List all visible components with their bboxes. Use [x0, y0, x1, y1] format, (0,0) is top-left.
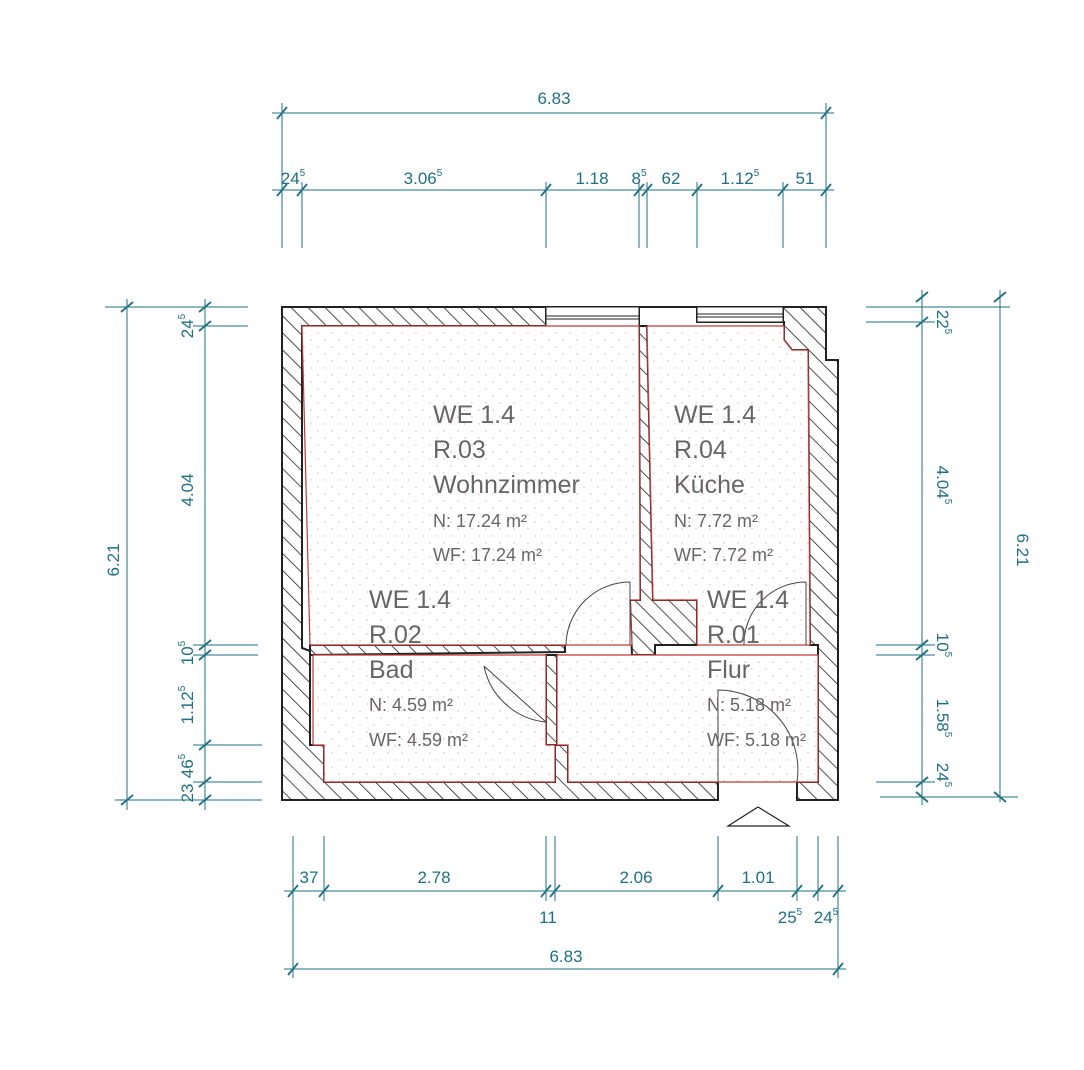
- dimension-bottom-segment: 2.06: [619, 868, 652, 887]
- dimension-left-segment: 245: [177, 313, 197, 338]
- dimension-right-overall: 6.21: [1013, 533, 1032, 566]
- room-net-area: N: 5.18 m²: [707, 695, 791, 715]
- interior-wall-horizontal: [309, 644, 566, 657]
- dimension-right-segment: 4.045: [933, 466, 953, 505]
- room-net-area: N: 17.24 m²: [433, 511, 527, 531]
- dimension-right-segment: 1.585: [933, 699, 953, 738]
- dimension-bottom-segment: 255: [778, 907, 803, 927]
- room-net-area: N: 4.59 m²: [369, 695, 453, 715]
- room-living-area: WF: 4.59 m²: [369, 730, 468, 750]
- room-area-flur: [556, 654, 819, 783]
- door-kueche: [743, 581, 807, 646]
- room-number: R.01: [707, 621, 760, 649]
- room-number: R.03: [433, 436, 486, 464]
- dimension-left-overall: 6.21: [104, 543, 123, 576]
- dimension-left-segment: 4.04: [178, 473, 197, 506]
- dimension-bottom-segment: 245: [814, 907, 839, 927]
- dimension-right-segment: 225: [933, 310, 953, 335]
- dimension-labels: 6.83 245 3.065 1.18 85 62 1.125 51 6.21 245 4.04 10…: [104, 89, 1032, 966]
- room-name: Wohnzimmer: [433, 471, 580, 499]
- room-unit: WE 1.4: [433, 401, 515, 429]
- dimension-bottom-overall: 6.83: [549, 947, 582, 966]
- room-label-flur: WE 1.4 R.01 Flur N: 5.18 m² WF: 5.18 m²: [707, 586, 806, 750]
- room-area-kueche: [646, 325, 811, 646]
- interior-wall-bath: [545, 654, 558, 746]
- room-label-bad: WE 1.4 R.02 Bad N: 4.59 m² WF: 4.59 m²: [369, 586, 468, 750]
- door-bad: [483, 665, 547, 723]
- dimension-ticks: [120, 106, 1007, 976]
- room-area-bad: [312, 654, 556, 783]
- room-number: R.02: [369, 621, 422, 649]
- dimension-left-segment: 105: [177, 640, 197, 665]
- room-unit: WE 1.4: [674, 401, 756, 429]
- dimension-left-segment: 1.125: [177, 685, 197, 724]
- room-living-area: WF: 5.18 m²: [707, 730, 806, 750]
- dimension-top-segment: 245: [281, 168, 306, 188]
- entrance-arrow-icon: [725, 806, 792, 827]
- dimension-bottom-segment: 2.78: [417, 868, 450, 887]
- dimension-top-segment: 51: [796, 169, 815, 188]
- doors: [483, 581, 807, 783]
- dimension-top-segment: 1.18: [575, 169, 608, 188]
- room-name: Bad: [369, 656, 413, 684]
- dimension-top-segment: 62: [662, 169, 681, 188]
- room-unit: WE 1.4: [707, 586, 789, 614]
- dimension-top-segment: 85: [631, 168, 646, 188]
- door-wohnzimmer: [565, 581, 631, 646]
- room-number: R.04: [674, 436, 727, 464]
- dimension-bottom-segment: 1.01: [741, 868, 774, 887]
- dimension-bottom-segment: 37: [300, 868, 319, 887]
- dimension-right-segment: 105: [933, 633, 953, 658]
- dimension-left-segment: 465: [177, 753, 197, 778]
- room-living-area: WF: 7.72 m²: [674, 545, 773, 565]
- dimension-top-segment: 3.065: [404, 168, 443, 188]
- window-living-room: [545, 306, 640, 327]
- walls: [281, 306, 839, 801]
- dimension-top-segment: 1.125: [721, 168, 760, 188]
- room-name: Flur: [707, 656, 750, 684]
- room-areas: [301, 325, 819, 783]
- dimension-left-segment: 23: [178, 784, 197, 803]
- dimension-top-overall: 6.83: [537, 89, 570, 108]
- window-kitchen: [696, 306, 784, 323]
- door-entrance: [717, 689, 799, 783]
- room-name: Küche: [674, 471, 745, 499]
- dimension-right-segment: 245: [933, 763, 953, 788]
- room-net-area: N: 7.72 m²: [674, 511, 758, 531]
- room-living-area: WF: 17.24 m²: [433, 545, 542, 565]
- room-unit: WE 1.4: [369, 586, 451, 614]
- room-label-wohnzimmer: WE 1.4 R.03 Wohnzimmer N: 17.24 m² WF: 1…: [433, 401, 580, 565]
- dimension-bottom-segment: 11: [539, 908, 557, 927]
- room-label-kueche: WE 1.4 R.04 Küche N: 7.72 m² WF: 7.72 m²: [674, 401, 773, 565]
